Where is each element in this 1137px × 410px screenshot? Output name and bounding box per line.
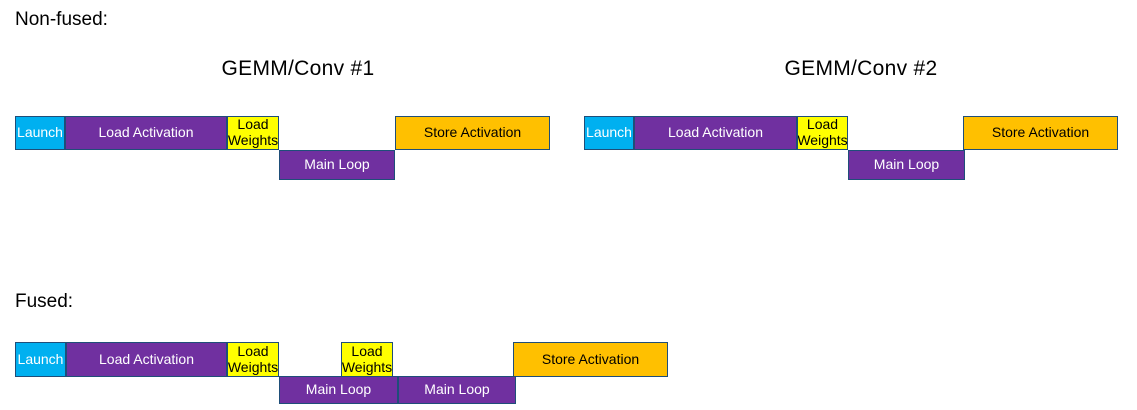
kernel-title-gemm2: GEMM/Conv #2: [784, 57, 938, 80]
block-label: Store Activation: [541, 350, 640, 367]
launch-block: Launch: [15, 116, 65, 150]
load-activation-block: Load Activation: [66, 342, 227, 377]
block-label: Load Activation: [668, 124, 763, 141]
block-label: Main Loop: [304, 156, 370, 173]
launch-block: Launch: [15, 342, 66, 377]
store-activation-block: Store Activation: [395, 116, 550, 150]
load-weights-block: Load Weights: [227, 342, 279, 377]
block-label: Load Weights: [227, 116, 279, 148]
load-weights-block: Load Weights: [797, 116, 848, 150]
load-weights-block: Load Weights: [341, 342, 393, 377]
load-activation-block: Load Activation: [65, 116, 227, 150]
block-label: Launch: [586, 124, 632, 141]
main-loop-block: Main Loop: [279, 150, 395, 180]
load-activation-block: Load Activation: [634, 116, 797, 150]
block-label: Load Weights: [341, 342, 393, 375]
main-loop-block: Main Loop: [279, 376, 398, 404]
block-label: Main Loop: [305, 381, 372, 398]
store-activation-block: Store Activation: [513, 342, 668, 377]
block-label: Load Activation: [98, 124, 194, 141]
section-label-non-fused: Non-fused:: [15, 9, 108, 30]
main-loop-block: Main Loop: [848, 150, 965, 180]
block-label: Launch: [17, 124, 63, 141]
block-label: Store Activation: [423, 124, 522, 141]
block-label: Store Activation: [991, 124, 1090, 141]
block-label: Load Activation: [99, 350, 194, 367]
load-weights-block: Load Weights: [227, 116, 279, 150]
main-loop-block: Main Loop: [398, 376, 516, 404]
launch-block: Launch: [584, 116, 634, 150]
block-label: Load Weights: [797, 116, 848, 148]
block-label: Launch: [17, 350, 64, 367]
block-label: Main Loop: [424, 381, 490, 398]
section-label-fused: Fused:: [15, 291, 74, 312]
block-label: Load Weights: [227, 342, 279, 375]
block-label: Main Loop: [873, 156, 940, 173]
kernel-title-gemm1: GEMM/Conv #1: [221, 57, 375, 80]
store-activation-block: Store Activation: [963, 116, 1118, 150]
